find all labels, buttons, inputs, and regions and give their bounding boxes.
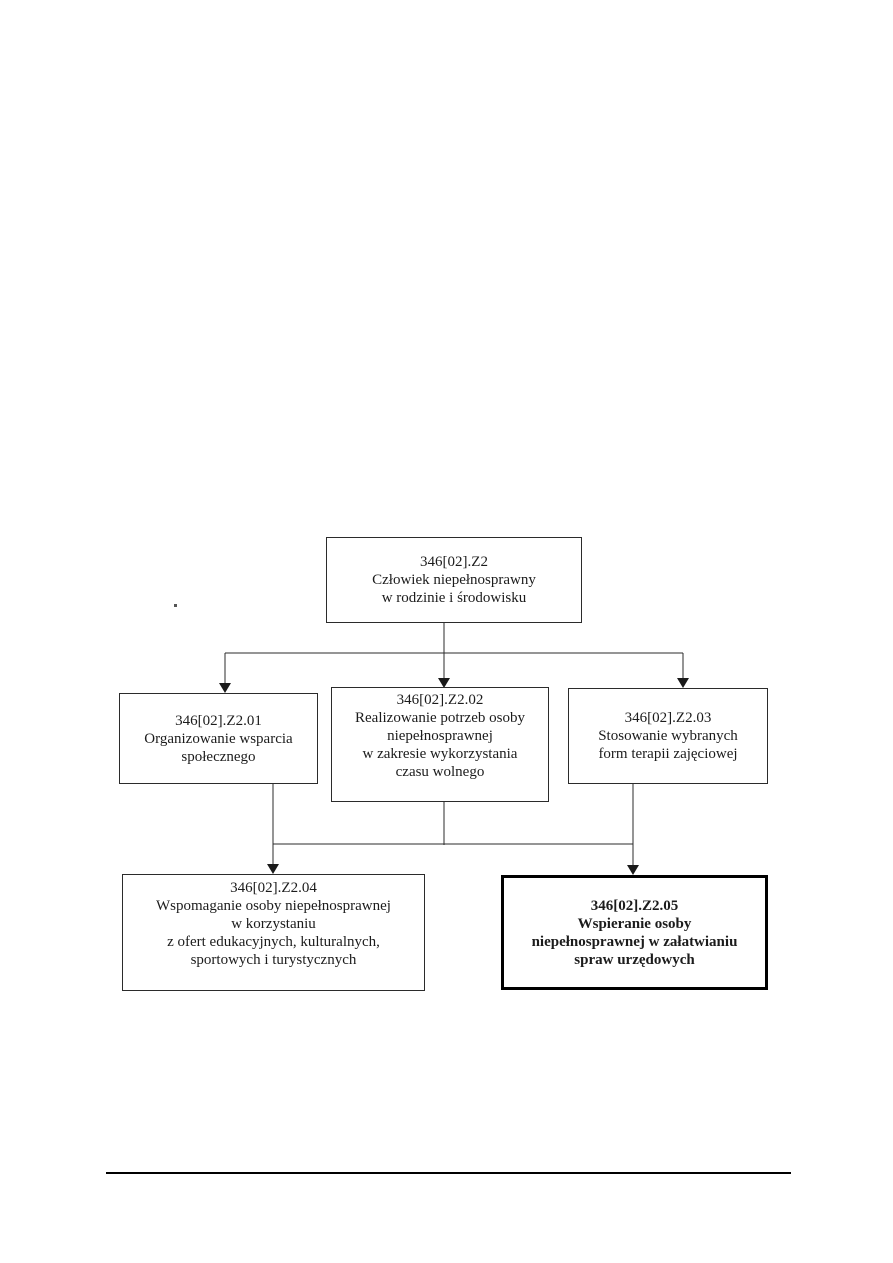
node-label: Stosowanie wybranych form terapii zajęci… [598,728,738,762]
node-code: 346[02].Z2.04 [230,880,317,896]
node-code: 346[02].Z2.03 [624,710,712,726]
node-346-02-z2-05: 346[02].Z2.05 Wspieranie osoby niepełnos… [501,875,768,990]
node-code: 346[02].Z2 [420,554,488,570]
arrowhead-z2-03 [677,678,689,688]
footer-rule [106,1172,791,1174]
node-label: Wspomaganie osoby niepełnosprawnej w kor… [156,898,391,968]
node-346-02-z2-03: 346[02].Z2.03 Stosowanie wybranych form … [568,688,768,784]
node-346-02-z2-01: 346[02].Z2.01 Organizowanie wsparcia spo… [119,693,318,784]
node-346-02-z2-02: 346[02].Z2.02 Realizowanie potrzeb osoby… [331,687,549,802]
arrowhead-z2-01 [219,683,231,693]
node-code: 346[02].Z2.05 [590,897,679,914]
node-label: Człowiek niepełnosprawny w rodzinie i śr… [372,572,536,606]
node-code: 346[02].Z2.01 [175,712,262,729]
node-346-02-z2: 346[02].Z2 Człowiek niepełnosprawny w ro… [326,537,582,623]
stray-period-mark [174,604,177,607]
node-label: Realizowanie potrzeb osoby niepełnospraw… [355,710,525,780]
node-346-02-z2-04: 346[02].Z2.04 Wspomaganie osoby niepełno… [122,874,425,991]
arrowhead-z2-05 [627,865,639,875]
node-label: Wspieranie osoby niepełnosprawnej w zała… [531,915,738,968]
arrowhead-z2-04 [267,864,279,874]
node-label: Organizowanie wsparcia społecznego [144,730,293,765]
node-code: 346[02].Z2.02 [396,692,484,708]
